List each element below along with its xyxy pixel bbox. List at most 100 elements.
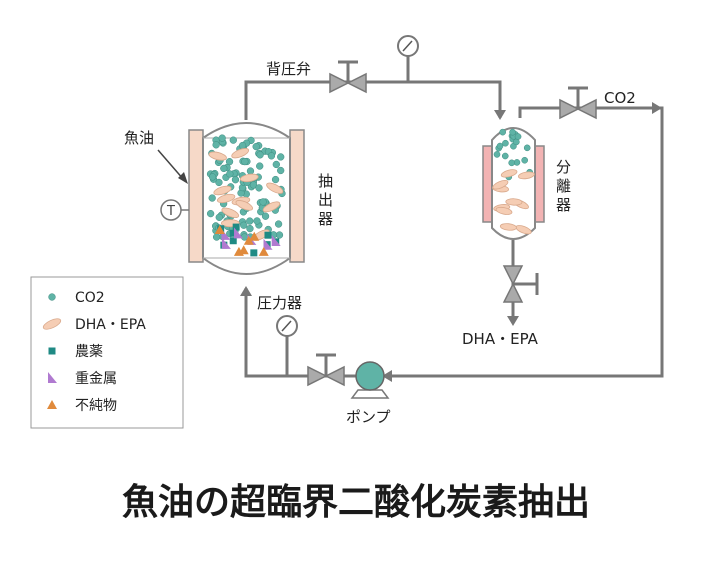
heavy-metal-particle <box>271 235 281 247</box>
co2-particle <box>220 164 228 173</box>
co2-particle <box>215 178 223 187</box>
dha-epa-particle <box>208 151 227 161</box>
co2-particle <box>212 141 220 149</box>
co2-particle <box>241 157 249 166</box>
co2-particle <box>218 134 226 142</box>
co2-outlet-valve[interactable] <box>559 86 597 120</box>
pesticide-particle <box>250 249 258 257</box>
dha-epa-particle <box>235 200 254 211</box>
co2-particle <box>523 144 531 152</box>
heavy-metal-particle <box>234 227 244 239</box>
co2-particle <box>271 175 280 184</box>
pipes <box>244 56 664 378</box>
diagram-title: 魚油の超臨界二酸化炭素抽出 <box>122 482 590 523</box>
product-drain-valve[interactable] <box>502 265 539 303</box>
legend-label: DHA・EPA <box>75 317 146 333</box>
co2-particle <box>508 159 516 167</box>
heavy-metal-particle <box>48 372 57 383</box>
co2-particle <box>259 198 267 206</box>
pesticide-particle <box>264 231 272 239</box>
co2-particle <box>509 128 516 136</box>
co2-particle <box>229 136 237 144</box>
co2-particle <box>277 153 285 161</box>
extractor-heater-right <box>289 129 305 263</box>
co2-particle <box>246 167 255 175</box>
separator-label: 分離器 <box>556 158 571 214</box>
impurity-particle <box>243 235 254 245</box>
co2-particle <box>274 220 283 228</box>
extractor-vessel <box>188 122 305 275</box>
co2-particle <box>255 184 263 192</box>
co2-particle <box>231 176 240 184</box>
pressure-vessel-label: 圧力器 <box>257 294 302 312</box>
dha-epa-particle <box>500 169 518 178</box>
thermometer-icon: T <box>160 199 189 221</box>
pump-icon[interactable] <box>350 361 390 399</box>
co2-particle <box>277 166 285 175</box>
co2-particle <box>226 170 234 178</box>
legend-box <box>30 276 184 429</box>
co2-particle <box>215 213 223 221</box>
arrow-into-separator <box>494 110 506 120</box>
svg-text:分離器: 分離器 <box>556 158 571 214</box>
arrow-into-extractor <box>240 286 252 296</box>
pressure-gauge-top <box>397 35 419 57</box>
flow-arrows <box>240 102 662 382</box>
dha-epa-particle <box>231 148 250 159</box>
inlet-valve[interactable] <box>307 353 345 387</box>
legend-label: 重金属 <box>75 371 117 387</box>
dha-epa-particle <box>505 198 523 206</box>
co2-particle <box>267 152 276 160</box>
legend-item: 不純物 <box>47 398 117 414</box>
separator-vessel <box>482 127 545 240</box>
back-pressure-valve[interactable] <box>329 60 367 94</box>
heavy-metal-particle <box>221 228 231 240</box>
impurity-particle <box>249 231 260 241</box>
co2-particle <box>240 221 248 229</box>
co2-particle <box>521 156 529 164</box>
co2-particle <box>493 151 501 158</box>
fish-oil-label: 魚油 <box>124 129 154 147</box>
legend-item: CO2 <box>48 290 105 306</box>
pesticide-particle <box>229 229 237 237</box>
dha-epa-particle <box>221 207 240 219</box>
co2-particle <box>212 233 221 241</box>
co2-particle <box>206 209 215 218</box>
co2-particle <box>256 151 264 159</box>
pesticide-particle <box>232 223 240 231</box>
dha-epa-particle <box>266 182 284 194</box>
dha-epa-particle <box>216 193 236 204</box>
back-pressure-valve-label: 背圧弁 <box>266 60 311 78</box>
extractor-particles <box>206 134 286 257</box>
pesticide-particle <box>229 237 237 245</box>
co2-particle <box>272 160 280 169</box>
co2-particle <box>261 212 270 220</box>
co2-particle <box>238 141 247 150</box>
pump-label: ポンプ <box>346 408 391 426</box>
pressure-gauge-bottom <box>276 315 298 337</box>
arrow-co2-out <box>652 102 662 114</box>
co2-particle <box>252 142 260 151</box>
co2-outlet-label: CO2 <box>604 89 636 107</box>
co2-particle <box>256 162 264 170</box>
separator-heater-right <box>534 145 545 223</box>
extractor-heater-left <box>188 129 204 263</box>
legend-label: 不純物 <box>75 398 117 414</box>
dha-epa-particle <box>262 201 281 213</box>
dha-epa-particle <box>239 173 259 183</box>
impurity-particle <box>47 400 57 409</box>
pesticide-particle <box>48 347 56 355</box>
product-label: DHA・EPA <box>462 330 539 348</box>
dha-epa-particle <box>499 223 517 231</box>
co2-particle <box>208 173 217 181</box>
legend-label: CO2 <box>75 290 105 306</box>
dha-epa-particle <box>492 179 509 190</box>
dha-epa-particle <box>495 206 513 215</box>
impurity-particle <box>214 224 225 234</box>
co2-particle <box>48 293 56 301</box>
arrow-product-out <box>507 316 519 326</box>
heavy-metal-particle <box>263 238 273 250</box>
co2-particle <box>502 139 509 147</box>
